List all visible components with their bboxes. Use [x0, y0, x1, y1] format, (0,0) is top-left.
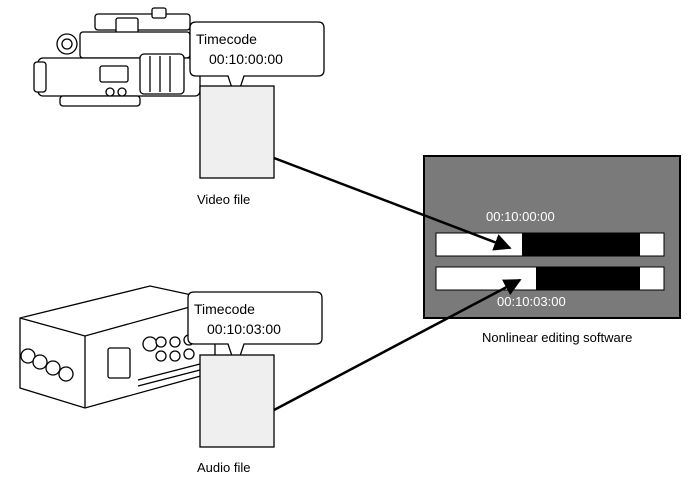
track1-timecode: 00:10:00:00 — [486, 209, 555, 224]
recorder-timecode-callout: Timecode 00:10:03:00 — [187, 291, 323, 371]
video-to-track1-arrow — [273, 156, 512, 251]
nle-label: Nonlinear editing software — [482, 330, 632, 345]
video-camera-illustration — [33, 7, 201, 107]
camera-callout-label: Timecode — [196, 31, 257, 47]
audio-recorder-illustration — [19, 285, 216, 409]
track2-clip — [536, 267, 640, 290]
video-file-label: Video file — [197, 192, 250, 207]
nle-screen: 00:10:00:00 00:10:03:00 — [423, 155, 681, 319]
audio-to-track2-arrow — [273, 278, 522, 412]
camera-callout-value: 00:10:00:00 — [209, 51, 283, 67]
recorder-callout-label: Timecode — [194, 301, 255, 317]
audio-file-icon — [199, 354, 275, 448]
video-file-icon — [199, 85, 275, 179]
audio-file-label: Audio file — [197, 460, 250, 475]
recorder-callout-value: 00:10:03:00 — [207, 321, 281, 337]
track2-timecode: 00:10:03:00 — [497, 294, 566, 309]
track1-clip — [522, 233, 640, 256]
